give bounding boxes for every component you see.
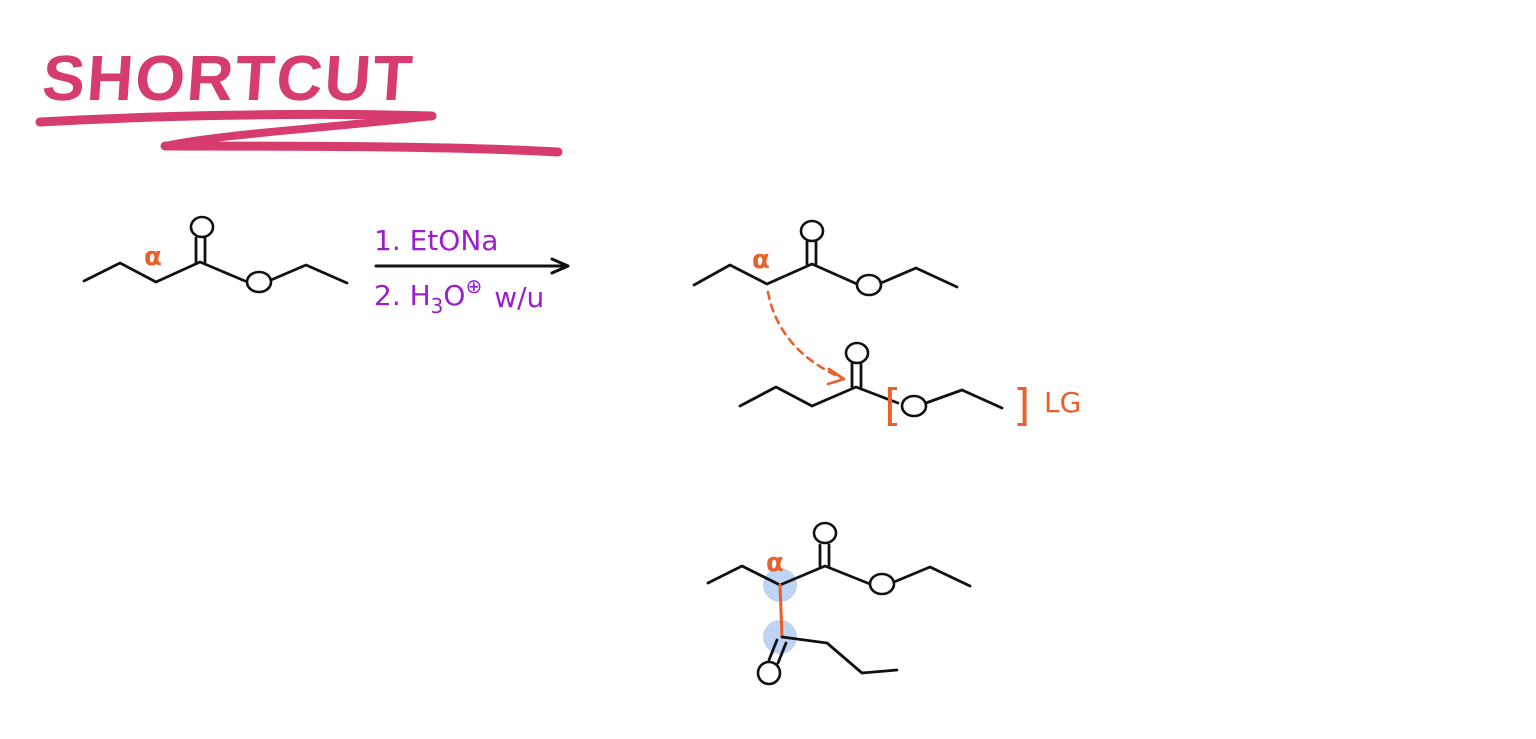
reactant-carbonyl-oxygen [189,215,215,239]
title-text: SHORTCUT [40,42,416,114]
product-ketone-chain [780,635,899,675]
reagent-step-2-o: O [443,279,465,312]
product-ketone-carbonyl-bond-a [767,638,779,662]
title-underline-2 [161,112,436,150]
nucleophile-ethyl-chain [879,266,959,289]
reaction-arrowhead [550,257,570,275]
nucleophile-carbonyl-oxygen [799,219,825,243]
nucleophile-alpha-label: α [752,245,770,275]
nucleophilic-attack-arrowhead [826,367,846,386]
product-ester-carbonyl-oxygen [812,521,838,545]
reactant-carbon-chain [82,260,247,284]
nucleophile-carbon-chain [692,262,859,287]
reactant-ester: α [82,215,349,294]
electrophile-ester: [ ] LG [738,341,1081,431]
product-ketone-carbonyl-bond-b [776,641,788,665]
product-ketone-oxygen [756,660,782,686]
reagent-step-1: 1. EtONa [374,224,498,257]
electrophile-carbonyl-oxygen [844,341,870,365]
new-carbon-carbon-bond [778,583,784,639]
electrophile-ethyl-chain [924,388,1004,410]
nucleophile-ester-oxygen [855,273,883,297]
reactant-ester-oxygen [245,270,273,294]
reaction-arrow-group: 1. EtONa 2. H3O⊕ w/u [374,224,570,318]
electrophile-carbon-chain [738,385,900,408]
electrophile-leaving-oxygen [900,394,928,418]
reagent-step-2-prefix: 2. H [374,279,431,312]
reactant-ethyl-chain [269,263,349,285]
reagent-step-2-charge: ⊕ [465,274,482,298]
title-group: SHORTCUT [35,42,563,157]
product-beta-keto-ester: α [706,521,972,686]
product-ester-oxygen [868,572,896,596]
leaving-group-label: LG [1044,386,1081,419]
nucleophile-ester: α [692,219,959,386]
leaving-group-bracket-close: ] [1010,380,1037,431]
title-underline-3 [160,141,563,157]
product-ethyl-chain [892,565,972,588]
reagent-step-2-suffix: w/u [494,281,544,314]
reagent-step-2: 2. H3O⊕ w/u [374,274,544,318]
reactant-alpha-label: α [144,242,162,272]
leaving-group-bracket-open: [ [878,380,905,431]
reagent-step-2-sub: 3 [431,294,444,318]
product-alpha-label: α [766,548,784,578]
carbonyl-carbon-highlight [763,620,797,654]
title-underline-1 [35,109,437,127]
nucleophilic-attack-arrow [766,290,844,380]
